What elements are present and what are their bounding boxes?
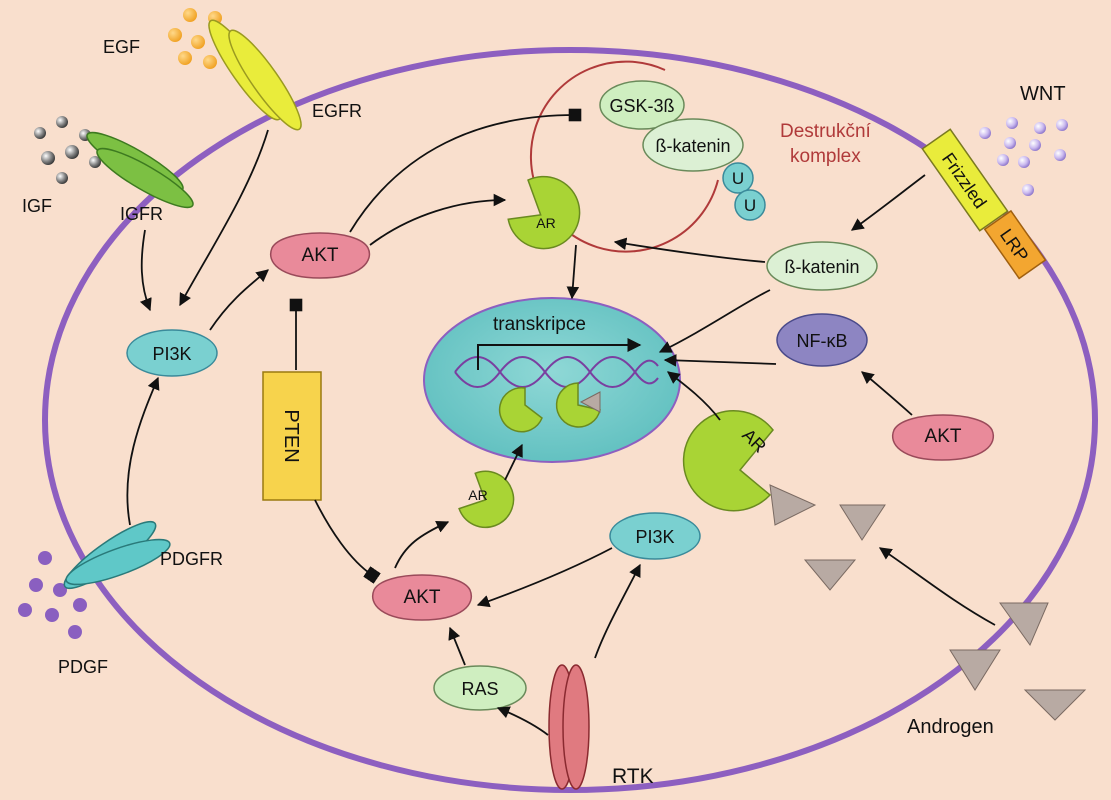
akt-right-label: AKT xyxy=(925,426,962,447)
transcription-arrow xyxy=(477,338,642,370)
pdgfr-receptor xyxy=(63,520,171,590)
akt-to-ar xyxy=(369,193,507,246)
wnt-ligand-dots xyxy=(979,117,1068,196)
egf-label: EGF xyxy=(103,37,140,57)
transkripce-label: transkripce xyxy=(493,314,586,335)
katenin-free-node xyxy=(766,241,878,291)
androgen-to-ar xyxy=(878,547,996,626)
ubiquitin-1-label: U xyxy=(732,169,744,188)
egfr-label: EGFR xyxy=(312,101,362,121)
egfr-receptor xyxy=(208,19,302,131)
katenin-to-ar xyxy=(613,237,766,263)
ubiquitin-1 xyxy=(722,162,754,194)
pten-to-akt-bottom xyxy=(314,499,381,584)
nfkb-to-dna xyxy=(663,354,777,367)
pdgf-ligand-dots xyxy=(18,551,87,639)
rtk-receptor xyxy=(548,664,590,790)
rtk-label: RTK xyxy=(612,765,654,788)
igfr-label: IGFR xyxy=(120,204,163,224)
akt-bottom-to-ar xyxy=(394,521,450,569)
ubiquitin-2-label: U xyxy=(744,196,756,215)
igfr-to-pi3k xyxy=(139,229,152,312)
ar-mid-node xyxy=(458,470,515,529)
pathway-arrows xyxy=(126,108,996,736)
egfr-to-pi3k xyxy=(179,129,269,307)
ubiquitin-2 xyxy=(734,189,766,221)
katenin-complex-node xyxy=(642,118,744,172)
ar-mid-label: AR xyxy=(468,487,487,503)
androgen-bound xyxy=(579,391,601,413)
akt-bottom-node xyxy=(372,574,472,621)
wnt-label: WNT xyxy=(1020,83,1066,105)
gsk3b-label: GSK-3ß xyxy=(609,96,674,116)
pdgfr-to-pi3k xyxy=(126,376,160,526)
pi3k-left-node xyxy=(126,329,218,377)
igf-label: IGF xyxy=(22,196,52,216)
nfkb-label: NF-κB xyxy=(797,331,848,351)
destrukcni-label-1: Destrukční xyxy=(780,121,872,142)
akt-to-destruction xyxy=(349,108,582,233)
gsk3b-node xyxy=(599,80,685,130)
pten-label: PTEN xyxy=(280,409,302,462)
destrukcni-label-2: komplex xyxy=(790,146,861,167)
pi3k-bottom-node xyxy=(609,512,701,560)
frizzled-to-katenin xyxy=(850,174,926,231)
androgen-label: Androgen xyxy=(907,716,994,738)
pi3k-to-akt-bottom xyxy=(476,547,613,608)
ras-node xyxy=(433,665,527,711)
ar-nucleus-left xyxy=(498,386,543,433)
katenin-free-label: ß-katenin xyxy=(784,257,859,277)
ar-mid-to-nucleus xyxy=(504,443,523,481)
pi3k-left-label: PI3K xyxy=(152,344,191,364)
ar-right-node xyxy=(682,410,774,512)
nfkb-node xyxy=(776,313,868,367)
ras-label: RAS xyxy=(461,679,498,699)
ar-to-nucleus xyxy=(566,244,580,300)
rtk-to-pi3k xyxy=(594,563,641,659)
igf-ligand-dots xyxy=(34,116,101,184)
akt-right-to-nfkb xyxy=(861,371,913,416)
akt-right-node xyxy=(892,414,994,461)
ar-right-to-dna xyxy=(666,371,721,421)
igfr-receptor xyxy=(86,131,194,209)
katenin-complex-label: ß-katenin xyxy=(655,136,730,156)
akt-top-label: AKT xyxy=(302,245,339,266)
pdgf-label: PDGF xyxy=(58,657,108,677)
pi3k-to-akt xyxy=(209,269,269,331)
akt-bottom-label: AKT xyxy=(404,587,441,608)
androgen-molecules xyxy=(769,484,1087,721)
ar-top-node xyxy=(507,175,581,250)
ras-to-akt xyxy=(448,626,466,666)
pdgfr-label: PDGFR xyxy=(160,549,223,569)
katenin-to-dna xyxy=(658,289,771,353)
pten-node xyxy=(262,371,322,501)
rtk-to-ras xyxy=(496,706,549,736)
akt-top-node xyxy=(270,232,371,279)
ar-nucleus-right xyxy=(555,382,601,428)
ar-top-label: AR xyxy=(536,215,555,231)
pi3k-bottom-label: PI3K xyxy=(635,527,674,547)
